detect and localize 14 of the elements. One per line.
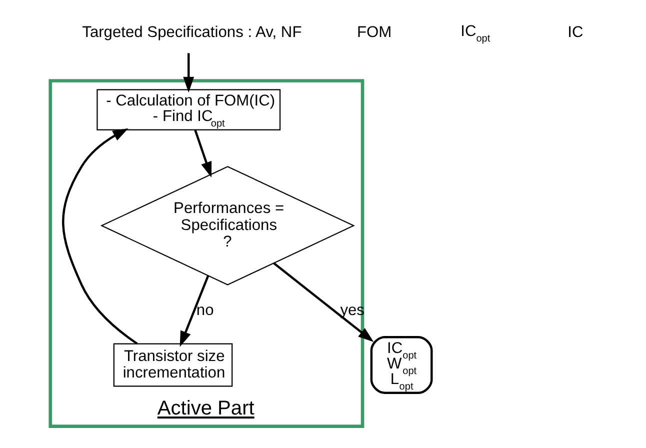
edge-label: no — [196, 302, 214, 320]
arrow — [194, 130, 212, 178]
node-diamond: Performances = Specifications ? — [100, 166, 354, 286]
arrow — [62, 128, 138, 345]
arrow — [182, 53, 194, 93]
node-text: Targeted Specifications : Av, NF — [82, 24, 302, 41]
label: IC$_{opt}$ — [460, 22, 490, 44]
arrow — [179, 276, 209, 347]
node-box: Transistor size incrementation — [112, 343, 232, 387]
label: FOM — [356, 24, 392, 41]
arrow — [272, 262, 374, 342]
node-box: - Calculation of FOM(IC) - Find IC$_{opt}$ — [96, 89, 280, 130]
label: IC — [567, 24, 583, 41]
node-box: IC$_{opt}$ W$_{opt}$ L$_{opt}$ — [370, 336, 432, 394]
